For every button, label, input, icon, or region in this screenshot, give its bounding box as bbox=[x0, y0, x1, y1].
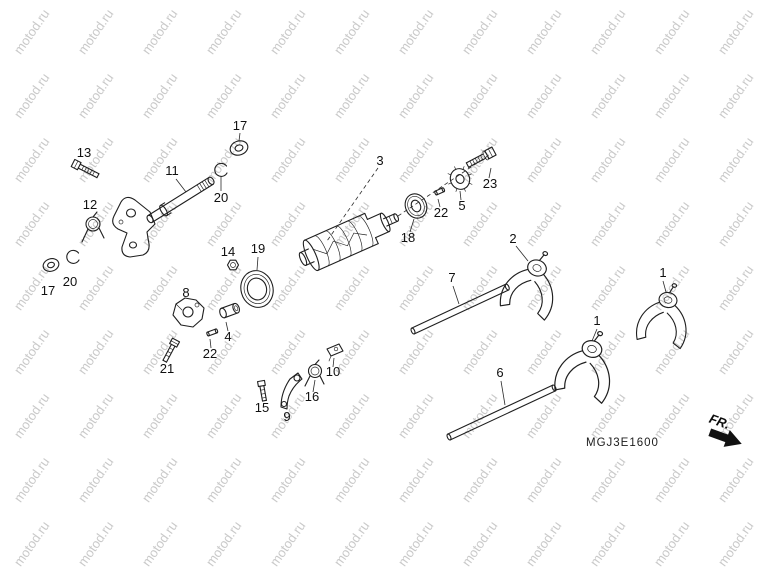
part-bolt-13 bbox=[70, 158, 100, 179]
callout-17-top: 17 bbox=[233, 118, 247, 133]
callout-22-left: 22 bbox=[203, 346, 217, 361]
front-direction-label: FR. bbox=[707, 411, 732, 432]
part-bolt-14 bbox=[226, 259, 240, 271]
part-circlip-20-top bbox=[214, 162, 228, 177]
part-bolt-21 bbox=[162, 337, 181, 363]
callout-3-leader bbox=[326, 167, 379, 242]
part-gearshift-spindle bbox=[112, 176, 215, 258]
callout-10: 10 bbox=[326, 364, 340, 379]
part-shift-drum-3 bbox=[298, 212, 400, 272]
front-arrow-icon bbox=[708, 428, 742, 447]
callout-11: 11 bbox=[165, 163, 179, 178]
diagram-code: MGJ3E1600 bbox=[586, 437, 659, 449]
callout-21: 21 bbox=[160, 361, 174, 376]
callout-12: 12 bbox=[83, 197, 97, 212]
callout-20-top: 20 bbox=[214, 190, 228, 205]
callout-8: 8 bbox=[182, 285, 189, 300]
callout-3: 3 bbox=[376, 153, 383, 168]
callout-23: 23 bbox=[483, 176, 497, 191]
part-bolt-23 bbox=[465, 146, 497, 168]
part-gear-5 bbox=[447, 166, 473, 192]
part-arm-9 bbox=[280, 372, 303, 410]
part-bearing-19 bbox=[240, 270, 274, 308]
callout-1-center: 1 bbox=[593, 313, 600, 328]
callout-14: 14 bbox=[221, 244, 235, 259]
part-washer-17-top bbox=[229, 140, 249, 156]
callout-18: 18 bbox=[401, 230, 415, 245]
part-fork-shaft-6 bbox=[446, 384, 557, 441]
part-circlip-20-left bbox=[66, 249, 80, 264]
callout-2: 2 bbox=[509, 231, 516, 246]
part-clip-10 bbox=[326, 343, 344, 362]
callout-19: 19 bbox=[251, 241, 265, 256]
callout-22-right: 22 bbox=[434, 205, 448, 220]
callout-numbers: 13 17 20 11 12 20 17 14 19 8 22 4 21 15 … bbox=[41, 118, 667, 424]
callout-20-left: 20 bbox=[63, 274, 77, 289]
part-pin-22-left bbox=[206, 328, 219, 337]
callout-13: 13 bbox=[77, 145, 91, 160]
callout-leaders bbox=[175, 132, 667, 406]
drum-axis-dashed-line bbox=[397, 154, 490, 217]
part-fork-shaft-7 bbox=[410, 283, 510, 335]
part-spring-12 bbox=[81, 211, 105, 243]
callout-15: 15 bbox=[255, 400, 269, 415]
callout-1-right: 1 bbox=[659, 265, 666, 280]
part-bolt-15 bbox=[257, 379, 267, 402]
callout-6: 6 bbox=[496, 365, 503, 380]
callout-7: 7 bbox=[448, 270, 455, 285]
part-cam-plate-8 bbox=[172, 297, 205, 328]
callout-5: 5 bbox=[458, 198, 465, 213]
callout-16: 16 bbox=[305, 389, 319, 404]
front-direction-marker: FR. bbox=[707, 411, 742, 447]
part-washer-17-left bbox=[42, 258, 60, 272]
part-collar-4 bbox=[219, 302, 241, 319]
part-spring-16 bbox=[304, 359, 325, 387]
callout-9: 9 bbox=[283, 409, 290, 424]
callout-4: 4 bbox=[224, 329, 231, 344]
callout-17-left: 17 bbox=[41, 283, 55, 298]
